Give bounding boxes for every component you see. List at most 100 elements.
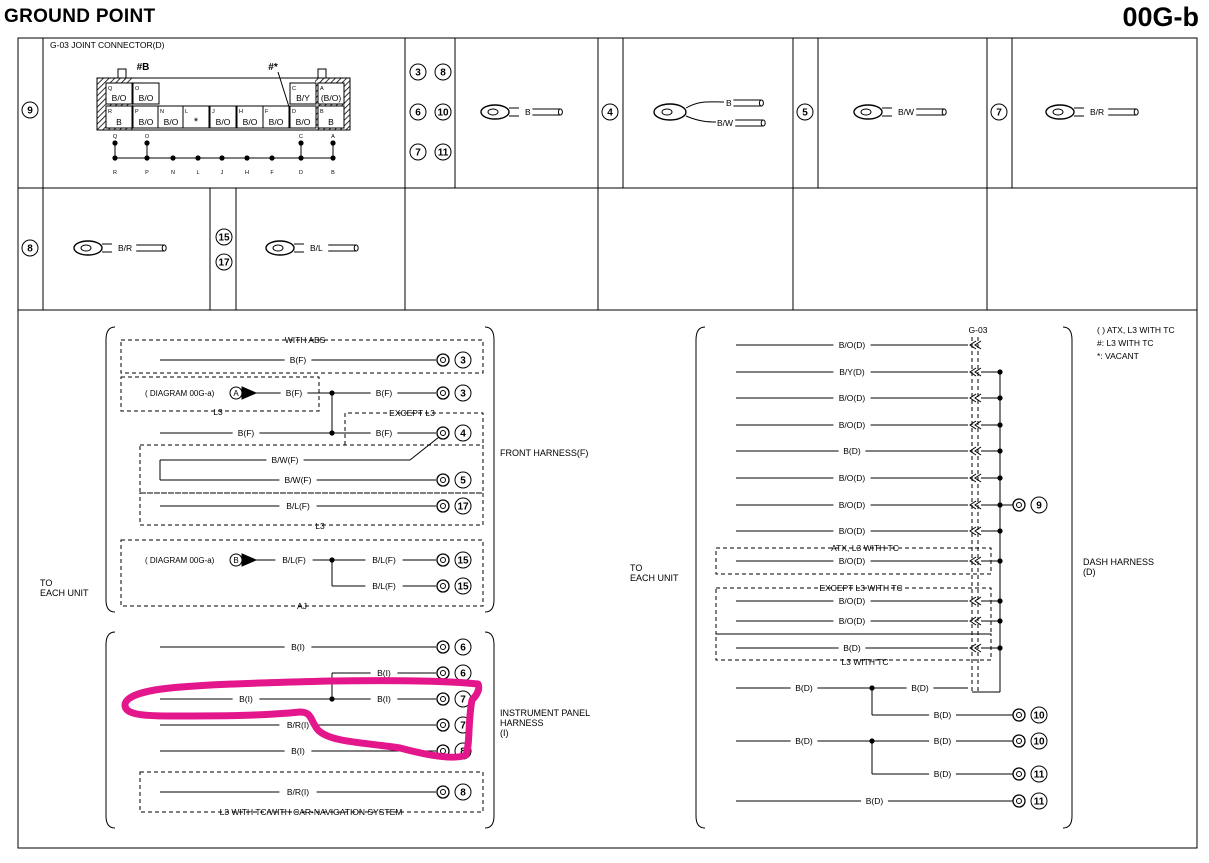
wire-label: B/W (898, 107, 914, 117)
ground-ref-circle (21, 239, 39, 257)
wire-label: B/O(D) (839, 500, 866, 510)
chevron-icon (974, 643, 982, 653)
ground-ref-circle (409, 63, 427, 81)
pin-wire: (B/O) (321, 93, 341, 103)
ground-terminal-icon (436, 353, 450, 367)
pin-wire: B/O (216, 117, 231, 127)
junction-dot (997, 475, 1003, 481)
ground-ref-number: 9 (1036, 501, 1042, 512)
ground-ref-circle (1030, 792, 1048, 810)
chevron-icon (974, 473, 982, 483)
aj-box (120, 539, 484, 607)
ground-terminal-icon (1012, 734, 1026, 748)
connector-lock (317, 68, 327, 79)
l3-label: L3 (315, 521, 325, 531)
ref-9-connector (21, 101, 39, 119)
wire-label: B(F) (376, 428, 393, 438)
ground-ref-circle (454, 384, 472, 402)
ground-terminal-icon (1012, 708, 1026, 722)
wire-label: B/W (717, 118, 733, 128)
chevron-icon (969, 643, 977, 653)
ground-ref-circle (434, 63, 452, 81)
connector-cell (317, 105, 345, 129)
chevron-icon (969, 367, 977, 377)
pin-letter: O (135, 86, 140, 92)
chevron-icon (974, 616, 982, 626)
ground-ref-number: 7 (460, 695, 466, 706)
l3-tc-nav-label: L3 WITH TC/WITH CAR-NAVIGATION SYSTEM (220, 807, 403, 817)
chevron-icon (969, 473, 977, 483)
junction-dot (298, 140, 304, 146)
ground-terminal-inner (1016, 798, 1022, 804)
ground-terminal-inner (440, 789, 446, 795)
junction-dot (997, 598, 1003, 604)
ring-terminal-icon (73, 240, 103, 256)
pin-wire: B/O (139, 117, 154, 127)
wire-label: B/O(D) (839, 393, 866, 403)
ground-ref-circle (454, 351, 472, 369)
ground-terminal-inner (440, 696, 446, 702)
ground-ref-number: 10 (1033, 737, 1045, 748)
wire-label: B/L(F) (372, 555, 396, 565)
ground-terminal-inner (1016, 771, 1022, 777)
ground-ref-number: 8 (460, 747, 466, 758)
pin-wire: B/O (269, 117, 284, 127)
ground-ref-circle (454, 783, 472, 801)
bus-pin-label: C (299, 134, 303, 140)
wire-label: B(D) (911, 683, 929, 693)
junction-dot (244, 155, 250, 161)
bus-pin-label: R (113, 170, 117, 176)
except-l3-box (344, 412, 484, 445)
pin-wire: B (328, 117, 334, 127)
ground-ref-number: 11 (438, 148, 449, 159)
ground-ref-circle (990, 103, 1008, 121)
ground-ref-number: 10 (437, 108, 449, 119)
wire-label: B/Y(D) (839, 367, 865, 377)
chevron-icon (969, 340, 977, 350)
junction-dot (170, 155, 176, 161)
ground-ref-circle (409, 143, 427, 161)
wire-label: B/O(D) (839, 596, 866, 606)
ground-terminal-icon (436, 386, 450, 400)
ground-ref-number: 4 (460, 429, 466, 440)
pin-letter: D (292, 109, 296, 115)
junction-dot (997, 558, 1003, 564)
pin-letter: J (212, 109, 215, 115)
l3-group-box (139, 492, 484, 526)
wire-label: B/L (310, 243, 323, 253)
atx-l3-tc-box (715, 547, 992, 575)
ring-terminal-icon (1045, 104, 1075, 120)
ground-ref-circle (601, 103, 619, 121)
ground-ref-number: 4 (607, 108, 613, 119)
junction-dot (997, 618, 1003, 624)
chevron-icon (969, 526, 977, 536)
diagram-ref: ( DIAGRAM 00G-a) (145, 556, 215, 565)
ground-terminal-inner (1016, 738, 1022, 744)
ground-ref-number: 5 (802, 108, 808, 119)
chevron-icon (969, 446, 977, 456)
chevron-icon (974, 526, 982, 536)
ground-ref-number: 7 (996, 108, 1002, 119)
wire-label: B(F) (376, 388, 393, 398)
connector-cell (317, 82, 345, 105)
ground-terminal-inner (1016, 502, 1022, 508)
junction-dot (195, 155, 201, 161)
wire-label: B(F) (238, 428, 255, 438)
ground-ref-circle (409, 103, 427, 121)
ring-terminal-hole (80, 244, 92, 252)
pin-wire: B/O (243, 117, 258, 127)
ground-terminal-icon (436, 579, 450, 593)
ground-ref-number: 6 (460, 643, 466, 654)
pin-wire: B/O (112, 93, 127, 103)
chevron-icon (974, 596, 982, 606)
connector-cell (132, 82, 160, 105)
wire-label: B/O(D) (839, 473, 866, 483)
connector-cell (182, 105, 210, 129)
wire-label: B/O(D) (839, 556, 866, 566)
ground-terminal-icon (1012, 498, 1026, 512)
connector-cell (289, 82, 317, 105)
wire-label: B/R(I) (287, 720, 309, 730)
g03-label: G-03 (969, 325, 988, 335)
